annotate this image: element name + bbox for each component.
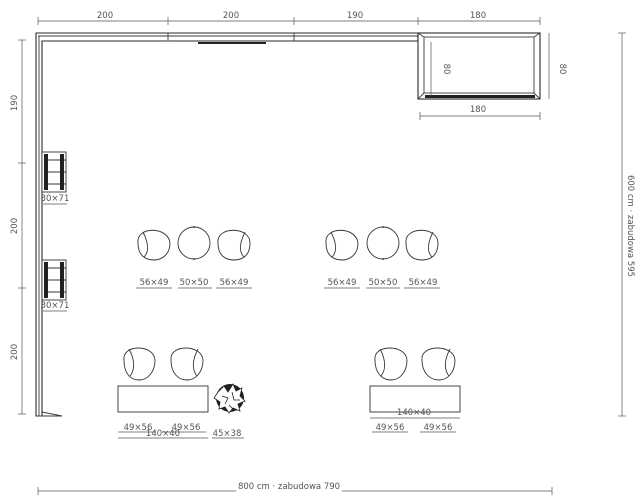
round-table xyxy=(177,226,211,260)
bench-left-plant-label: 45×38 xyxy=(213,429,242,439)
bench-right-bench-label: 140×40 xyxy=(397,408,431,418)
wall-unit-2-label: 30×71 xyxy=(41,301,70,311)
left-chair-a-label: 56×49 xyxy=(140,278,169,288)
armchair xyxy=(137,229,171,261)
bench xyxy=(117,385,209,413)
bottom-dimension-line: 800 cm · zabudowa 790 xyxy=(37,480,553,495)
bench-left-bench-label: 140×40 xyxy=(146,429,180,439)
armchair xyxy=(217,229,251,261)
right-chair-a-label: 56×49 xyxy=(328,278,357,288)
chair xyxy=(421,347,456,381)
bench-left-chair-b-label: 49×56 xyxy=(172,423,201,433)
chair xyxy=(170,347,204,381)
round-table xyxy=(366,226,400,260)
left-table-label: 50×50 xyxy=(180,278,209,288)
module-depth-label: 80 xyxy=(441,64,451,75)
counter-display-strip xyxy=(198,42,266,44)
bench-group-left: 49×56 49×56 140×40 45×38 xyxy=(117,347,246,439)
chair xyxy=(123,347,156,381)
left-dimension-line: 190 200 200 xyxy=(10,39,26,415)
top-dim-1: 200 xyxy=(97,11,113,21)
module-width-label: 180 xyxy=(470,105,486,115)
right-dimension-line: 600 cm · zabudowa 595 xyxy=(618,32,635,417)
chair xyxy=(374,347,408,381)
left-dim-1: 190 xyxy=(10,95,20,111)
bench xyxy=(369,385,461,413)
bench-left-chair-a-label: 49×56 xyxy=(124,423,153,433)
armchair xyxy=(405,229,439,261)
bench-right-chair-b-label: 49×56 xyxy=(424,423,453,433)
module-base-strip xyxy=(425,95,535,98)
right-table-label: 50×50 xyxy=(369,278,398,288)
left-chair-b-label: 56×49 xyxy=(220,278,249,288)
top-dim-4: 180 xyxy=(470,11,486,21)
bench-group-right: 140×40 49×56 49×56 xyxy=(369,347,461,433)
bench-right-chair-a-label: 49×56 xyxy=(376,423,405,433)
bottom-dim: 800 cm · zabudowa 790 xyxy=(238,482,340,492)
l-counter xyxy=(35,32,419,417)
top-dim-3: 190 xyxy=(347,11,363,21)
module-depth-right-label: 80 xyxy=(557,64,567,75)
left-dim-3: 200 xyxy=(10,344,20,360)
left-dim-2: 200 xyxy=(10,218,20,234)
top-dim-2: 200 xyxy=(223,11,239,21)
armchair xyxy=(325,229,359,261)
side-module: 80 80 180 xyxy=(417,32,567,120)
right-chair-b-label: 56×49 xyxy=(409,278,438,288)
potted-plant xyxy=(213,383,246,414)
table-group-right: 56×49 50×50 56×49 xyxy=(324,226,440,289)
wall-unit-1-label: 30×71 xyxy=(41,194,70,204)
top-dimension-line: 200 200 190 180 xyxy=(37,11,541,25)
wall-unit-2: 30×71 xyxy=(41,259,70,312)
right-dim: 600 cm · zabudowa 595 xyxy=(625,175,635,277)
table-group-left: 56×49 50×50 56×49 xyxy=(136,226,252,289)
wall-unit-1: 30×71 xyxy=(41,151,70,205)
